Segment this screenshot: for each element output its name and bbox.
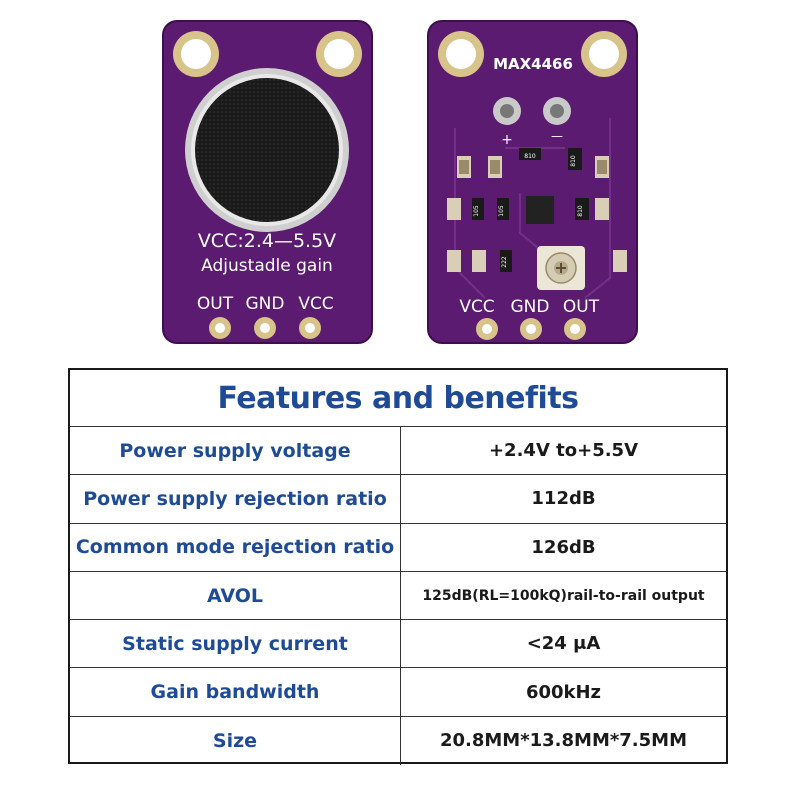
back-board: MAX4466 + — 810 810 105 105 810 222 VCC … bbox=[427, 20, 638, 344]
table-row: Gain bandwidth 600kHz bbox=[70, 668, 726, 717]
row-value: 20.8MM*13.8MM*7.5MM bbox=[439, 730, 687, 752]
smd-components bbox=[447, 148, 627, 272]
gain-potentiometer bbox=[537, 246, 585, 290]
back-pin-pad-vcc bbox=[476, 318, 498, 340]
front-board: VCC:2.4—5.5V Adjustadle gain OUT GND VCC bbox=[162, 20, 373, 344]
mounting-hole-right bbox=[581, 31, 627, 77]
row-label: AVOL bbox=[70, 571, 401, 620]
adjustable-gain-text: Adjustadle gain bbox=[201, 256, 333, 276]
back-pin-pad-gnd bbox=[520, 318, 542, 340]
smd-code-3: 105 bbox=[473, 205, 480, 217]
mounting-hole-left bbox=[438, 31, 484, 77]
front-pin-label-gnd: GND bbox=[246, 294, 285, 314]
table-row: Power supply rejection ratio 112dB bbox=[70, 475, 726, 524]
features-table: Features and benefits Power supply volta… bbox=[68, 368, 728, 766]
smd-code-1: 810 bbox=[524, 153, 536, 160]
back-pin-label-out: OUT bbox=[563, 297, 600, 317]
back-pin-label-vcc: VCC bbox=[459, 297, 494, 317]
table-title: Features and benefits bbox=[70, 370, 726, 427]
mounting-hole-right bbox=[316, 31, 362, 77]
table-row: Common mode rejection ratio 126dB bbox=[70, 523, 726, 572]
front-pin-pad-gnd bbox=[254, 317, 276, 339]
row-label: Power supply rejection ratio bbox=[70, 475, 401, 523]
row-label: Size bbox=[70, 716, 401, 766]
row-label: Static supply current bbox=[70, 620, 401, 668]
smd-code-5: 810 bbox=[577, 205, 584, 217]
table-row: Size 20.8MM*13.8MM*7.5MM bbox=[70, 716, 726, 766]
row-value: 125dB(RL=100kQ)rail-to-rail output bbox=[422, 587, 705, 604]
back-pin-label-gnd: GND bbox=[511, 297, 550, 317]
table-row: Power supply voltage +2.4V to+5.5V bbox=[70, 427, 726, 476]
front-pin-label-vcc: VCC bbox=[298, 294, 333, 314]
front-pin-label-out: OUT bbox=[197, 294, 234, 314]
table-row: AVOL 125dB(RL=100kQ)rail-to-rail output bbox=[70, 571, 726, 621]
electret-microphone bbox=[185, 68, 349, 232]
row-value: +2.4V to+5.5V bbox=[488, 440, 639, 462]
row-value: 600kHz bbox=[525, 681, 602, 703]
row-value: 112dB bbox=[531, 488, 596, 510]
smd-code-4: 105 bbox=[498, 205, 505, 217]
front-pin-pad-out bbox=[209, 317, 231, 339]
row-value: 126dB bbox=[531, 536, 596, 558]
smd-code-2: 810 bbox=[570, 155, 577, 167]
row-label: Power supply voltage bbox=[70, 427, 401, 475]
minus-marker: — bbox=[551, 129, 563, 143]
back-pin-pad-out bbox=[564, 318, 586, 340]
chip-label: MAX4466 bbox=[493, 55, 573, 73]
table-row: Static supply current <24 μA bbox=[70, 620, 726, 669]
row-label: Gain bandwidth bbox=[70, 668, 401, 716]
row-label: Common mode rejection ratio bbox=[70, 523, 401, 571]
row-value: <24 μA bbox=[526, 633, 601, 655]
vcc-range-text: VCC:2.4—5.5V bbox=[198, 230, 336, 252]
front-pin-pad-vcc bbox=[299, 317, 321, 339]
smd-code-6: 222 bbox=[501, 256, 508, 268]
mounting-hole-left bbox=[173, 31, 219, 77]
plus-marker: + bbox=[501, 132, 513, 148]
mic-solder-pads bbox=[493, 97, 571, 125]
